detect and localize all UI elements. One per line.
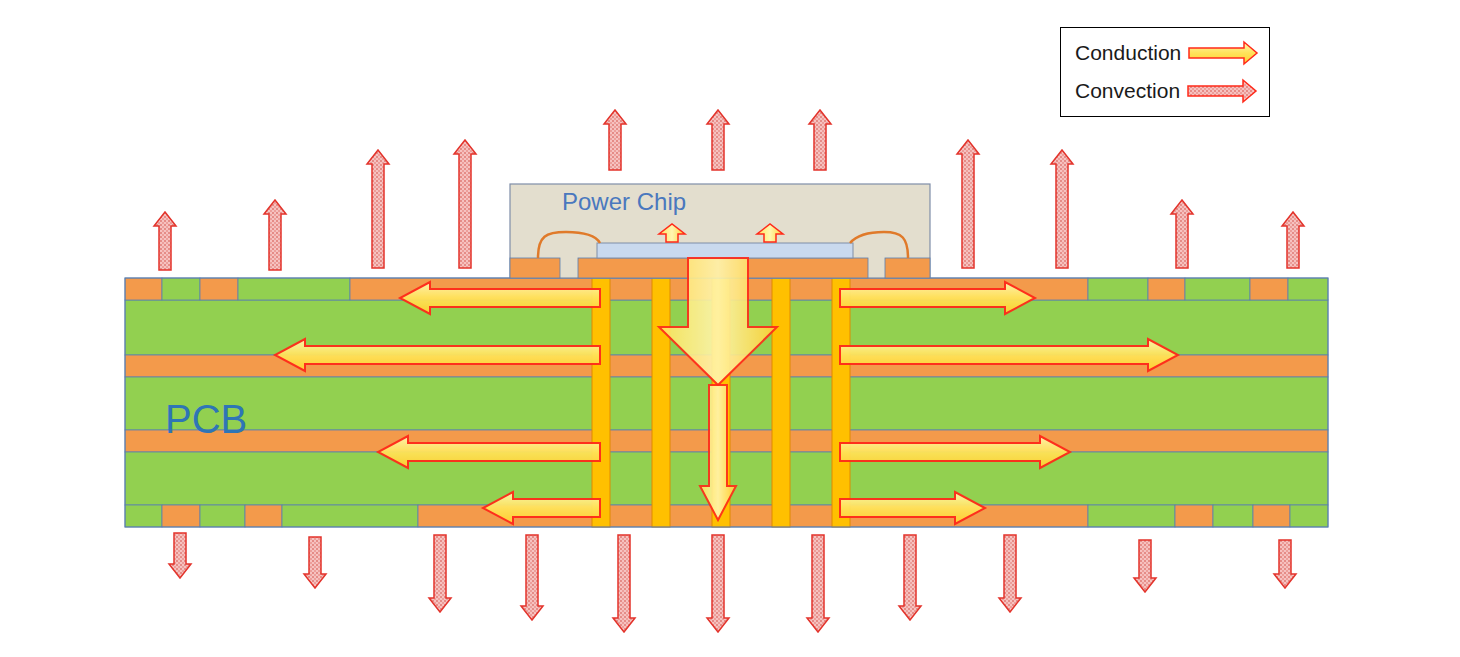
copper-segment: [1175, 505, 1213, 527]
legend-box: ConductionConvection: [1060, 27, 1270, 117]
copper-segment: [1088, 505, 1175, 527]
copper-segment: [1290, 505, 1328, 527]
copper-segment: [125, 505, 162, 527]
convection-arrow: [454, 140, 476, 268]
convection-arrow: [1134, 540, 1156, 592]
conduction-arrow: [659, 224, 685, 242]
conduction-arrows: [275, 224, 1178, 524]
silicon-die: [597, 243, 853, 258]
convection-arrow: [521, 535, 543, 620]
lead-pad: [510, 258, 560, 278]
thermal-via: [832, 278, 850, 527]
conduction-arrow: [700, 385, 736, 520]
copper-segment: [1288, 278, 1328, 300]
copper-segment: [1088, 278, 1148, 300]
conduction-arrow: [840, 282, 1035, 314]
conduction-arrow: [659, 258, 777, 385]
legend-label: Convection: [1075, 79, 1180, 103]
convection-arrow: [707, 535, 729, 632]
convection-arrow: [604, 110, 626, 170]
convection-arrow: [957, 140, 979, 268]
convection-arrow: [367, 150, 389, 268]
convection-arrow: [154, 212, 176, 270]
convection-arrow: [1171, 200, 1193, 268]
thermal-via: [592, 278, 610, 527]
conduction-arrow: [378, 436, 600, 468]
convection-arrow: [809, 110, 831, 170]
conduction-arrow: [400, 282, 600, 314]
copper-segment: [1253, 505, 1290, 527]
convection-arrow: [1051, 150, 1073, 268]
conduction-arrow: [840, 436, 1070, 468]
convection-arrow: [1282, 212, 1304, 268]
conduction-arrow: [483, 492, 600, 524]
conduction-arrow: [840, 339, 1178, 371]
convection-arrow: [899, 535, 921, 620]
convection-arrow: [1274, 540, 1296, 588]
conduction-arrow: [840, 492, 985, 524]
copper-segment: [245, 505, 282, 527]
copper-segment: [162, 278, 200, 300]
convection-arrow: [999, 535, 1021, 612]
node-label: PCB: [165, 396, 247, 442]
conduction-arrow: [275, 339, 600, 371]
legend-row: Conduction: [1075, 34, 1259, 72]
pcb-band: PCB: [125, 278, 1328, 527]
copper-segment: [1185, 278, 1250, 300]
copper-segment: [125, 278, 162, 300]
copper-segment: [1148, 278, 1185, 300]
copper-segment: [162, 505, 200, 527]
convection-arrow: [807, 535, 829, 632]
lead-pad: [885, 258, 930, 278]
convection-arrow: [429, 535, 451, 612]
thermal-via: [652, 278, 670, 527]
thermal-via: [772, 278, 790, 527]
conduction-sample: [1187, 40, 1259, 66]
convection-arrow: [264, 200, 286, 270]
chip-box: Power Chip: [510, 184, 930, 244]
convection-arrow: [707, 110, 729, 170]
copper-segment: [1213, 505, 1253, 527]
convection-sample: [1186, 78, 1258, 104]
legend-row: Convection: [1075, 72, 1259, 110]
bond-wire: [850, 232, 908, 258]
copper-segment: [200, 505, 245, 527]
conduction-arrow: [757, 224, 783, 242]
convection-arrow: [613, 535, 635, 632]
bond-wire: [538, 232, 600, 258]
copper-segment: [282, 505, 418, 527]
copper-segment: [1250, 278, 1288, 300]
convection-arrow: [169, 533, 191, 578]
convection-arrow: [304, 537, 326, 588]
copper-segment: [238, 278, 350, 300]
copper-segment: [200, 278, 238, 300]
legend-label: Conduction: [1075, 41, 1181, 65]
node-label: Power Chip: [562, 188, 686, 216]
convection-arrows: [154, 110, 1304, 632]
